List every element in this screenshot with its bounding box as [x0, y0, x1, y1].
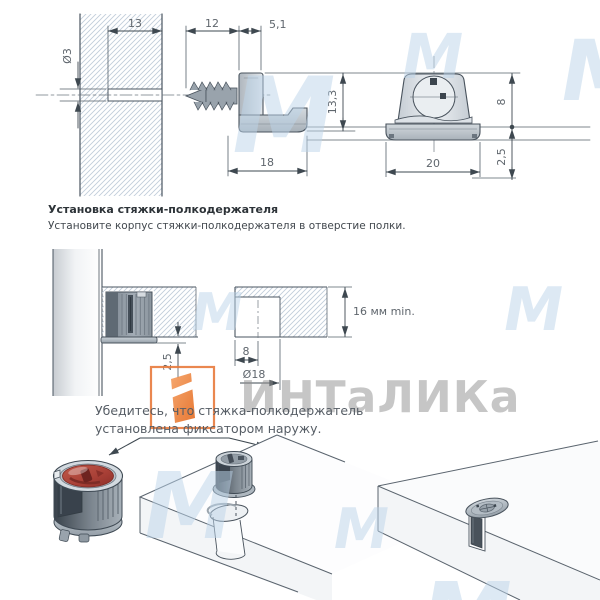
- side-wall: [53, 249, 102, 396]
- dimension-junction-dot: [509, 124, 515, 130]
- base-length-label: 18: [260, 156, 274, 169]
- note-line-2: установлена фиксатором наружу.: [95, 421, 322, 436]
- cam-fitting-section: [100, 291, 158, 344]
- shelf-corner-insertion-3d: [138, 434, 469, 600]
- brand-watermark-text: ИНТаЛИКа: [240, 372, 520, 423]
- hole-cylinder: [213, 517, 245, 555]
- watermark-letter: М: [411, 563, 521, 600]
- dim-screw-length: 12 5,1: [185, 17, 287, 89]
- leader-to-small-cam: [140, 437, 267, 448]
- dim-base-length: 18: [227, 135, 308, 177]
- cam-slot-top: [430, 78, 437, 85]
- cam-fitting-3d-large: [52, 459, 124, 543]
- cam-slot-side: [440, 93, 446, 99]
- dim-pilot-hole: Ø3: [59, 48, 107, 129]
- shelf-hole: [209, 504, 249, 522]
- instruction-block: Установка стяжки-полкодержателя Установи…: [48, 203, 406, 232]
- brand-logo: [149, 365, 216, 430]
- screw: [184, 81, 238, 111]
- shelf-thickness-label: 16 мм min.: [353, 305, 415, 318]
- hole-diameter-label: Ø18: [243, 368, 266, 381]
- cam-fitting-3d-small: [212, 451, 256, 498]
- bracket-height-label: 13,3: [326, 90, 339, 115]
- base-width-label: 20: [426, 157, 440, 170]
- leader-to-big-cam: [108, 437, 141, 456]
- edge-to-center-label: 8: [243, 345, 250, 358]
- shelf-corner-installed-3d: [377, 440, 600, 600]
- wall-panel-hatch: [80, 14, 162, 196]
- body-height-label: 8: [495, 99, 508, 106]
- dim-heights: 8 2,5: [472, 73, 516, 180]
- watermark-letter: М: [221, 55, 347, 177]
- dim-base-width: 20: [385, 142, 481, 177]
- section-heading: Установка стяжки-полкодержателя: [48, 203, 278, 216]
- watermark-letter: М: [328, 497, 395, 562]
- front-view-drawing: 20 8 2,5: [385, 56, 516, 180]
- dim-hole-diameter: Ø18: [240, 339, 281, 390]
- shelf2-front-face: [378, 486, 600, 600]
- base-plate-thickness-label: 2,5: [495, 148, 508, 166]
- dim-bracket-height: 13,3: [326, 72, 347, 132]
- pilot-hole-diameter-label: Ø3: [61, 48, 74, 64]
- watermark-letter: М: [134, 453, 244, 560]
- section-body: Установите корпус стяжки-полкодержателя …: [48, 220, 406, 232]
- dim-shelf-thickness: 16 мм min.: [328, 286, 415, 338]
- plate-thickness-label: 5,1: [269, 18, 287, 31]
- cam-flange-section: [100, 336, 158, 344]
- fitting-lip: [394, 115, 473, 124]
- bracket-side-view: [238, 72, 308, 133]
- watermark-letter: М: [186, 282, 248, 343]
- dim-edge-to-center: 8: [234, 340, 259, 366]
- fitting-base-front: [385, 123, 481, 141]
- installed-flange: [465, 497, 509, 519]
- dim-slot-depth: 13: [107, 17, 163, 90]
- slot-depth-label: 13: [128, 17, 142, 30]
- note-block: Убедитесь, что стяжка-полкодержатель уст…: [95, 403, 363, 456]
- screw-length-label: 12: [205, 17, 219, 30]
- watermark-letter: М: [395, 20, 469, 92]
- watermark-letter: М: [497, 275, 569, 344]
- watermark-brand: ИНТаЛИКа: [149, 365, 520, 430]
- brand-logo-slash: [163, 379, 201, 400]
- section-view-drawing: 16 мм min. 2,5 8 Ø18: [52, 249, 415, 396]
- note-line-1: Убедитесь, что стяжка-полкодержатель: [95, 403, 363, 418]
- watermark-letters: М М М М М М М М: [134, 20, 600, 600]
- watermark-letter: М: [553, 22, 600, 120]
